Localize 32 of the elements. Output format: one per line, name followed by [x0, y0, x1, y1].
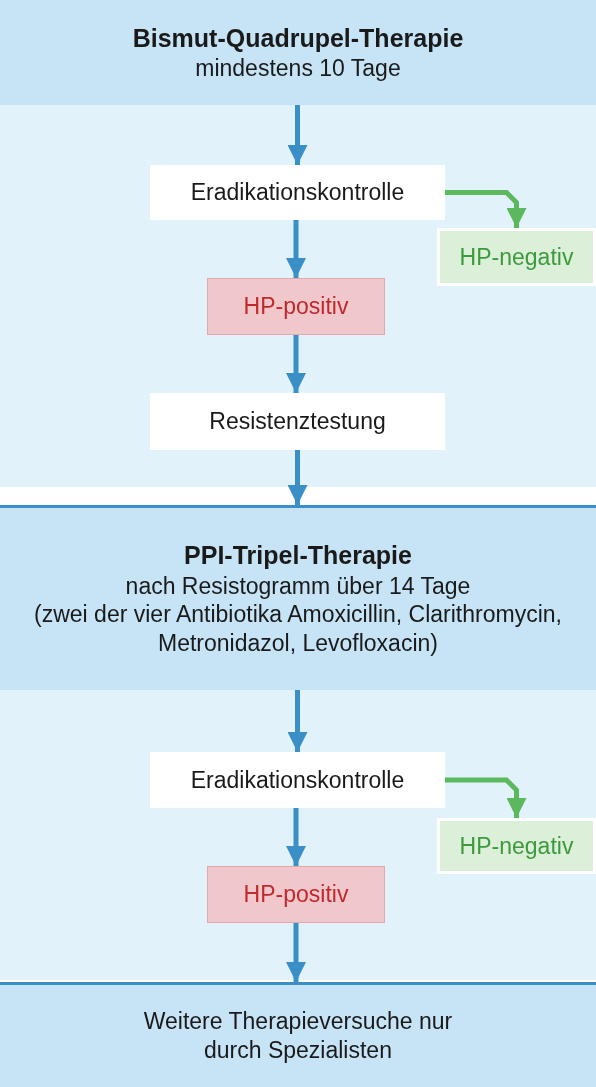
arrow: [286, 808, 306, 866]
header-band: [0, 505, 596, 690]
node-text: Resistenztestung: [209, 407, 386, 436]
result-box: [437, 228, 596, 286]
header-band: [0, 0, 596, 105]
step-box: [150, 165, 445, 220]
node-text: nach Resistogramm über 14 Tage: [125, 571, 471, 601]
node-text: mindestens 10 Tage: [195, 53, 401, 83]
node-text: Weitere Therapieversuche nur durch Spezialisten: [142, 1007, 454, 1065]
arrow: [287, 690, 308, 752]
arrow: [287, 105, 308, 165]
arrow: [445, 190, 527, 228]
node-text: Eradikationskontrolle: [190, 765, 405, 795]
arrow: [286, 220, 306, 278]
arrow: [287, 450, 308, 505]
arrow: [286, 923, 306, 982]
step-box: [150, 393, 445, 450]
node-text: HP-negativ: [459, 831, 574, 861]
node-text: Eradikationskontrolle: [190, 178, 405, 207]
header-band: [0, 982, 596, 1087]
node-text: HP-negativ: [459, 242, 574, 272]
heading: PPI-Tripel-Therapie: [184, 540, 412, 572]
node-text: (zwei der vier Antibiotika Amoxicillin, Clarithromycin, Metronidazol, Levofloxacin): [33, 600, 563, 658]
step-box: [150, 752, 445, 808]
result-box: [207, 278, 385, 335]
arrow: [286, 335, 306, 393]
node-text: HP-positiv: [243, 880, 349, 909]
arrow: [445, 777, 527, 818]
result-box: [437, 818, 596, 874]
heading: Bismut-Quadrupel-Therapie: [132, 22, 464, 54]
node-text: HP-positiv: [243, 292, 349, 321]
result-box: [207, 866, 385, 923]
